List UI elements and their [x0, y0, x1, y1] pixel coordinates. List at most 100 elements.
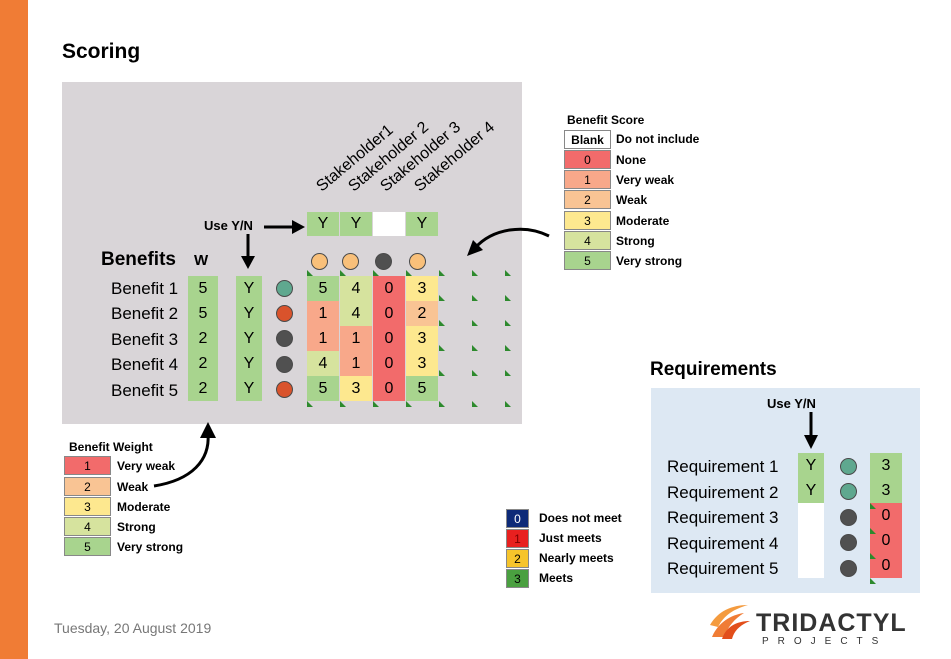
- comment-flag: [472, 345, 478, 351]
- comment-flag: [439, 320, 445, 326]
- status-dot: [276, 305, 293, 322]
- score-cell[interactable]: 0: [373, 351, 405, 376]
- stakeholder-dot-2: [342, 253, 359, 270]
- comment-flag: [439, 270, 445, 276]
- legend-key: 3: [564, 211, 611, 230]
- weight-cell[interactable]: 2: [188, 376, 218, 401]
- weight-cell[interactable]: 5: [188, 276, 218, 301]
- requirement-use-cell[interactable]: [798, 553, 824, 578]
- use-cell-1[interactable]: Y: [307, 212, 339, 236]
- comment-flag: [870, 578, 876, 584]
- requirement-use-cell[interactable]: [798, 503, 824, 528]
- score-cell[interactable]: 3: [406, 276, 438, 301]
- legend-label: Moderate: [117, 500, 171, 514]
- comment-flag: [373, 270, 379, 276]
- footer-date: Tuesday, 20 August 2019: [54, 620, 212, 636]
- score-cell[interactable]: 0: [373, 376, 405, 401]
- status-dot: [276, 330, 293, 347]
- use-cell-2[interactable]: Y: [340, 212, 372, 236]
- comment-flag: [439, 401, 445, 407]
- comment-flag: [870, 553, 876, 559]
- requirement-name: Requirement 4: [667, 534, 779, 553]
- use-cell-4[interactable]: Y: [406, 212, 438, 236]
- comment-flag: [472, 401, 478, 407]
- status-dot: [840, 483, 857, 500]
- status-dot: [276, 280, 293, 297]
- requirement-use-cell[interactable]: [798, 528, 824, 553]
- stakeholder-dot-3: [375, 253, 392, 270]
- logo-name: TRIDACTYL: [756, 609, 907, 637]
- weight-cell[interactable]: 5: [188, 301, 218, 326]
- score-cell[interactable]: 5: [307, 276, 339, 301]
- score-cell[interactable]: 3: [406, 326, 438, 351]
- comment-flag: [505, 401, 511, 407]
- legend-key: 2: [506, 549, 529, 568]
- benefit-weight-legend-title: Benefit Weight: [69, 440, 153, 454]
- use-row-cell[interactable]: Y: [236, 326, 262, 351]
- stakeholder-dot-4: [409, 253, 426, 270]
- legend-key: 5: [564, 251, 611, 270]
- comment-flag: [439, 370, 445, 376]
- legend-key: 1: [564, 170, 611, 189]
- use-cell-3[interactable]: [373, 212, 405, 236]
- comment-flag: [472, 370, 478, 376]
- comment-flag: [472, 295, 478, 301]
- tridactyl-logo-icon: [710, 605, 750, 639]
- score-cell[interactable]: 3: [406, 351, 438, 376]
- score-cell[interactable]: 1: [340, 326, 372, 351]
- score-cell[interactable]: 1: [340, 351, 372, 376]
- status-dot: [840, 458, 857, 475]
- benefits-header: Benefits: [101, 249, 176, 270]
- score-cell[interactable]: 2: [406, 301, 438, 326]
- status-dot: [840, 509, 857, 526]
- curved-arrow-icon: [467, 227, 550, 256]
- score-cell[interactable]: 0: [373, 276, 405, 301]
- score-cell[interactable]: 4: [307, 351, 339, 376]
- stakeholder-dot-1: [311, 253, 328, 270]
- weight-cell[interactable]: 2: [188, 326, 218, 351]
- legend-label: Very strong: [117, 540, 184, 554]
- legend-key: 3: [506, 569, 529, 588]
- score-cell[interactable]: 5: [406, 376, 438, 401]
- use-row-cell[interactable]: Y: [236, 376, 262, 401]
- score-cell[interactable]: 4: [340, 276, 372, 301]
- benefit-name: Benefit 1: [111, 279, 179, 298]
- status-dot: [276, 381, 293, 398]
- legend-label: Meets: [539, 571, 574, 585]
- legend-label: Nearly meets: [539, 551, 614, 565]
- use-row-cell[interactable]: Y: [236, 301, 262, 326]
- weight-cell[interactable]: 2: [188, 351, 218, 376]
- requirement-use-cell[interactable]: Y: [798, 478, 824, 503]
- score-cell[interactable]: 0: [373, 301, 405, 326]
- logo-sub: PROJECTS: [762, 636, 888, 647]
- requirement-score-cell[interactable]: 3: [870, 478, 902, 503]
- curved-arrow-up-icon: [153, 422, 216, 488]
- requirement-score-cell[interactable]: 3: [870, 453, 902, 478]
- score-cell[interactable]: 1: [307, 326, 339, 351]
- comment-flag: [439, 345, 445, 351]
- accent-bar: [0, 0, 28, 659]
- comment-flag: [340, 270, 346, 276]
- benefit-name: Benefit 3: [111, 330, 179, 349]
- legend-label: Weak: [117, 480, 149, 494]
- comment-flag: [472, 320, 478, 326]
- comment-flag: [439, 295, 445, 301]
- use-row-cell[interactable]: Y: [236, 276, 262, 301]
- status-dot: [840, 534, 857, 551]
- weight-header: W: [194, 252, 209, 269]
- comment-flag: [505, 295, 511, 301]
- requirement-use-cell[interactable]: Y: [798, 453, 824, 478]
- comment-flag: [472, 270, 478, 276]
- status-dot: [276, 356, 293, 373]
- score-cell[interactable]: 1: [307, 301, 339, 326]
- score-cell[interactable]: 0: [373, 326, 405, 351]
- use-row-cell[interactable]: Y: [236, 351, 262, 376]
- legend-label: None: [616, 153, 646, 167]
- score-cell[interactable]: 5: [307, 376, 339, 401]
- use-yn-label: Use Y/N: [204, 218, 253, 233]
- score-cell[interactable]: 4: [340, 301, 372, 326]
- legend-key: 1: [506, 529, 529, 548]
- score-cell[interactable]: 3: [340, 376, 372, 401]
- arrow-down-icon: [241, 234, 255, 269]
- comment-flag: [505, 320, 511, 326]
